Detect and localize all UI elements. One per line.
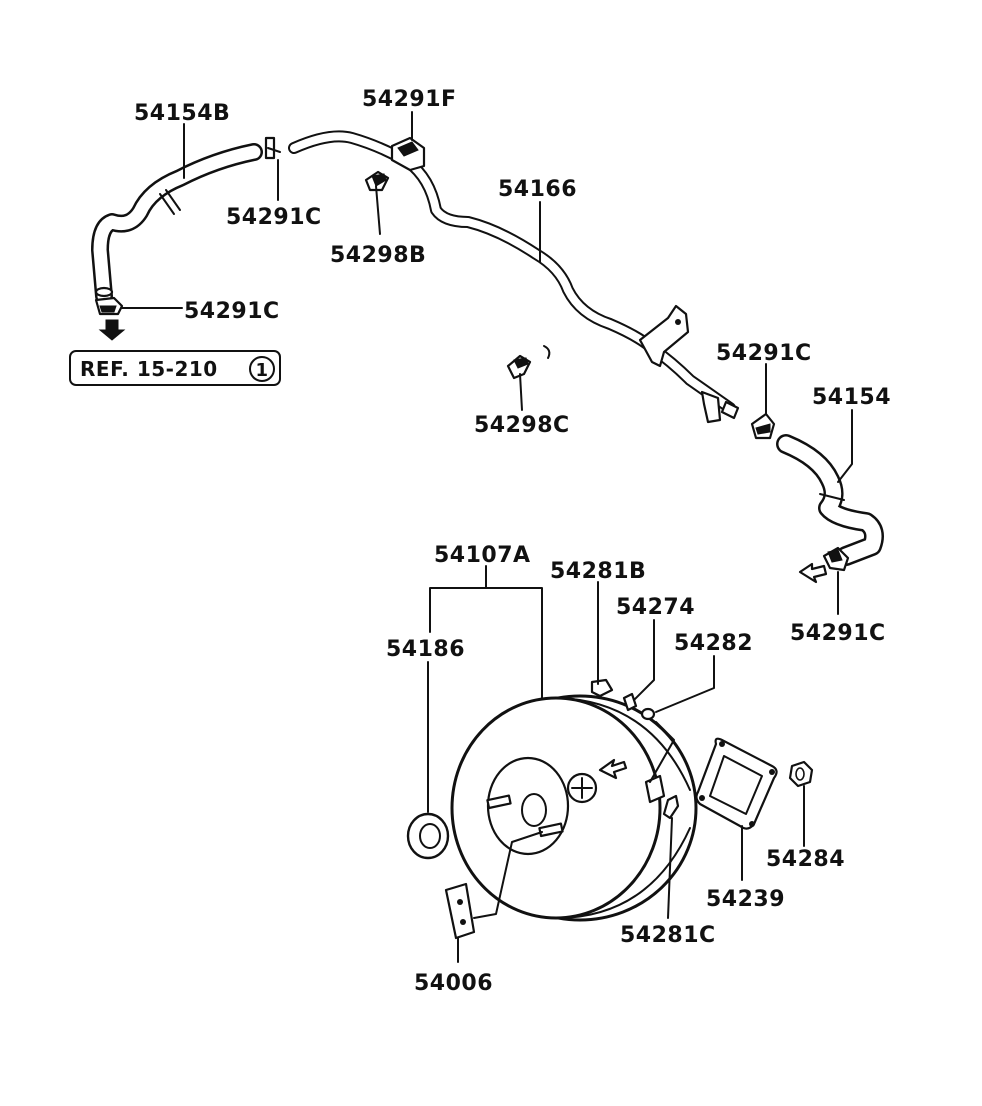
nut-54284 [788, 760, 814, 788]
label-54166: 54166 [498, 177, 577, 202]
label-54291C-lower: 54291C [184, 299, 280, 324]
gasket-54239 [695, 737, 778, 830]
clamp-54298B [364, 170, 390, 192]
label-54281B: 54281B [550, 559, 646, 584]
washer-54274 [622, 692, 638, 712]
arrow-left-icon [798, 562, 828, 584]
label-54284: 54284 [766, 847, 845, 872]
label-54107A: 54107A [434, 543, 531, 568]
clip-54291C-lower [94, 296, 124, 316]
hose-54154 [776, 434, 884, 566]
leader-lines [121, 111, 853, 963]
reference-number: 1 [255, 360, 268, 381]
label-54298B: 54298B [330, 243, 426, 268]
label-54291C-upper: 54291C [226, 205, 322, 230]
label-54186: 54186 [386, 637, 465, 662]
pin-54281B [590, 678, 614, 698]
label-54154: 54154 [812, 385, 891, 410]
label-54281C: 54281C [620, 923, 716, 948]
clamp-54298C [506, 345, 551, 380]
label-54298C: 54298C [474, 413, 570, 438]
seal-54186 [406, 812, 450, 860]
vacuum-pipe-54166 [288, 130, 740, 424]
part-labels: 54154B 54291C 54291C 54291F 54298B 54166… [134, 87, 891, 996]
label-54006: 54006 [414, 971, 493, 996]
brake-booster-54107A [450, 694, 698, 922]
hose-54154B [91, 143, 263, 305]
clip-54291F [390, 136, 426, 172]
label-54282: 54282 [674, 631, 753, 656]
label-54274: 54274 [616, 595, 695, 620]
label-54154B: 54154B [134, 101, 230, 126]
pin-54281C [662, 794, 680, 820]
reference-text: REF. 15-210 [80, 357, 218, 381]
label-54291C-right-lower: 54291C [790, 621, 886, 646]
ring-54282 [640, 707, 656, 721]
reference-box: REF. 15-210 1 [69, 350, 281, 386]
arrow-down-icon [98, 319, 126, 341]
clip-54291C-right-upper [750, 412, 776, 440]
label-54291C-right-upper: 54291C [716, 341, 812, 366]
clip-54291C-right-lower [822, 546, 850, 572]
clip-54291C-upper [264, 136, 281, 160]
label-54239: 54239 [706, 887, 785, 912]
bracket-54006 [444, 882, 476, 940]
label-54291F: 54291F [362, 87, 457, 112]
